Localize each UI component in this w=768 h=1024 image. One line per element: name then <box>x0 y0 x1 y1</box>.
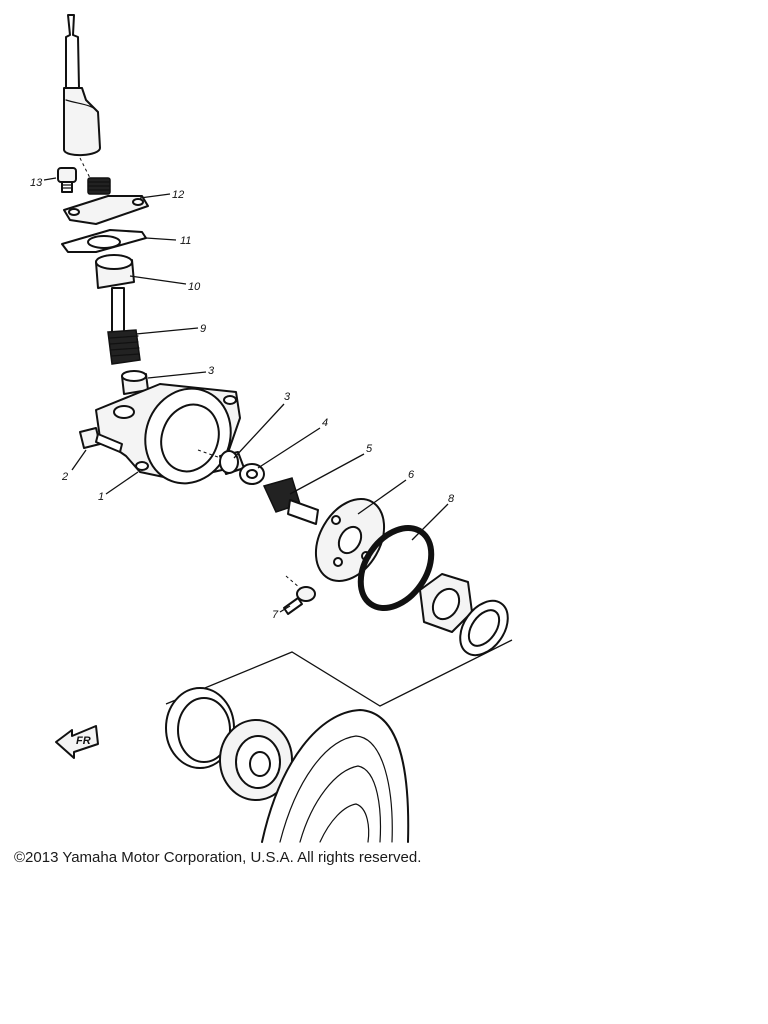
part-2-bolt <box>79 427 123 453</box>
callout-6: 6 <box>408 469 415 481</box>
front-arrow-label: FR <box>76 735 91 747</box>
copyright-notice: ©2013 Yamaha Motor Corporation, U.S.A. A… <box>14 849 422 866</box>
axle-nut <box>419 573 473 633</box>
wheel-hub-assembly <box>165 639 513 843</box>
part-7-screw <box>283 575 316 615</box>
speedometer-cable <box>63 14 101 179</box>
part-12-housing-plate <box>63 177 149 225</box>
axle-washer <box>459 599 509 657</box>
callout-2: 2 <box>61 471 68 483</box>
callout-7: 7 <box>272 609 279 621</box>
part-11-gasket <box>61 229 147 253</box>
part-5-drive-gear <box>262 477 319 525</box>
part-4-washer <box>239 463 265 485</box>
part-13-bolt <box>57 167 77 193</box>
front-arrow-icon: FR <box>55 725 99 759</box>
leader-lines <box>43 177 449 613</box>
callout-9: 9 <box>200 323 206 335</box>
exploded-parts-diagram: FR 13 12 11 10 9 3 3 4 5 6 8 2 1 7 <box>30 14 513 843</box>
callout-10: 10 <box>188 281 201 293</box>
callout-13: 13 <box>30 177 43 189</box>
part-9-driven-gear <box>107 287 141 365</box>
part-10-bushing <box>95 254 135 289</box>
callout-11: 11 <box>180 235 191 247</box>
callout-5: 5 <box>366 443 373 455</box>
callout-12: 12 <box>172 189 184 201</box>
callout-3-lower: 3 <box>284 391 291 403</box>
part-8-o-ring <box>357 525 435 611</box>
part-1-gear-housing <box>95 383 241 485</box>
callout-3-upper: 3 <box>208 365 215 377</box>
callout-1: 1 <box>98 491 104 503</box>
callout-8: 8 <box>448 493 455 505</box>
callout-4: 4 <box>322 417 328 429</box>
